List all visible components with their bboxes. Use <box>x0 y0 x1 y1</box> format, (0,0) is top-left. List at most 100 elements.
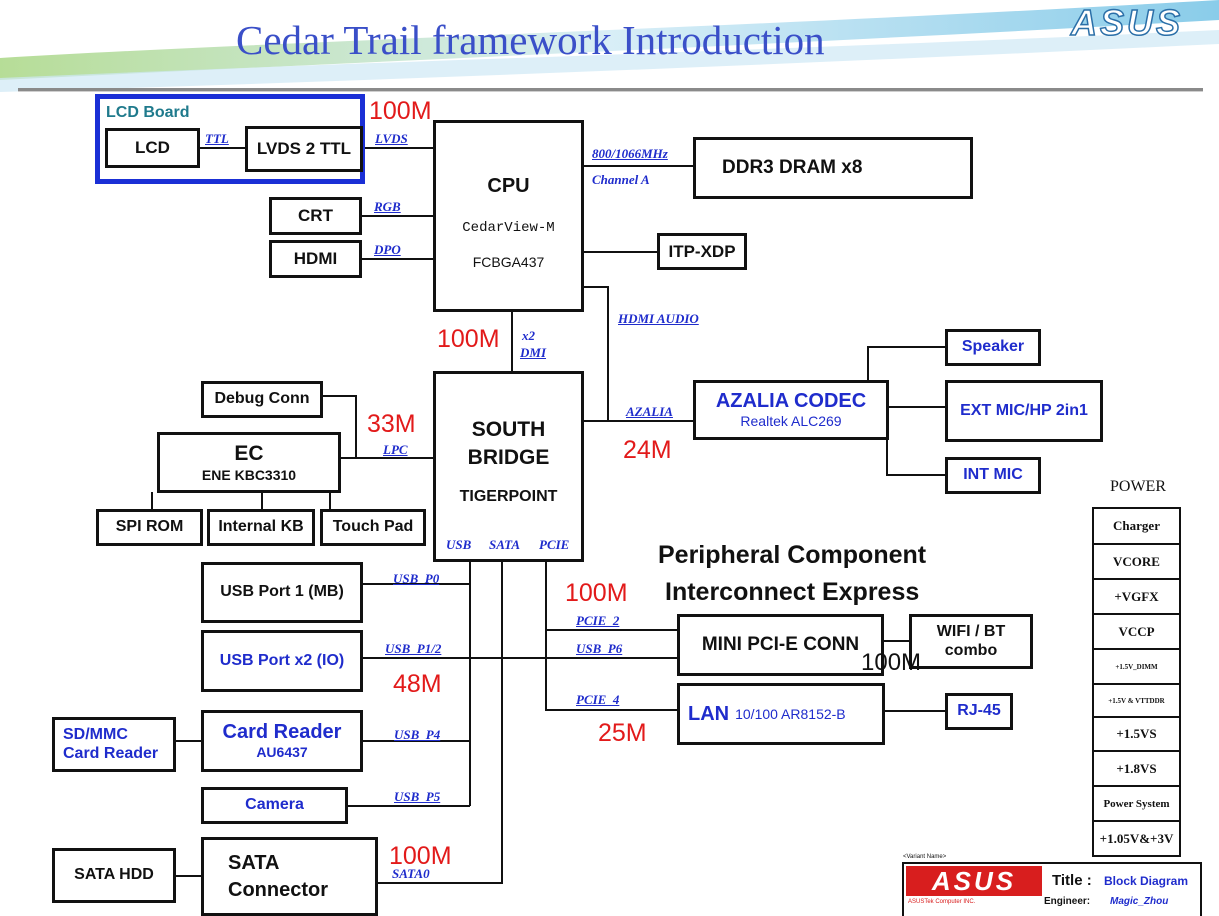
bus-hdmi-audio: HDMI AUDIO <box>618 311 699 326</box>
bus-sata0: SATA0 <box>392 866 430 881</box>
power-item-vgfx: +VGFX <box>1092 578 1181 615</box>
title-block-variant: <Variant Name> <box>903 854 947 860</box>
usb-port-io-box: USB Port x2 (IO) <box>201 630 363 692</box>
card-reader-title: Card Reader <box>222 721 342 744</box>
cpu-box: CPU CedarView-M FCBGA437 <box>433 120 584 312</box>
bus-usb-p6: USB_P6 <box>576 641 623 656</box>
bus-pcie4: PCIE_4 <box>576 692 620 707</box>
camera-box: Camera <box>201 787 348 824</box>
bus-lvds: LVDS <box>375 131 408 146</box>
power-item-15v-dimm: +1.5V_DIMM <box>1092 648 1181 685</box>
bus-ddr-channel: Channel A <box>592 172 650 187</box>
sd-mmc-line1: SD/MMC <box>63 726 128 744</box>
title-divider <box>18 88 1203 91</box>
power-item-vccp: VCCP <box>1092 613 1181 650</box>
sd-mmc-box: SD/MMC Card Reader <box>52 717 176 772</box>
speed-lan: 25M <box>598 719 647 747</box>
header-swoosh <box>0 0 1219 92</box>
sata-connector-box: SATA Connector <box>201 837 378 916</box>
speed-lvds: 100M <box>369 97 432 125</box>
int-mic-box: INT MIC <box>945 457 1041 494</box>
spi-rom-box: SPI ROM <box>96 509 203 546</box>
power-heading: POWER <box>1110 478 1166 495</box>
pcie-title-line1: Peripheral Component <box>658 541 927 569</box>
internal-kb-box: Internal KB <box>207 509 315 546</box>
title-block-logo: ASUS <box>906 866 1042 896</box>
card-reader-box: Card Reader AU6437 <box>201 710 363 772</box>
title-block-company: ASUSTek Computer INC. <box>908 899 976 905</box>
title-block-engineer-label: Engineer: <box>1044 896 1091 907</box>
azalia-title: AZALIA CODEC <box>715 390 867 413</box>
speed-lpc: 33M <box>367 410 416 438</box>
speed-pcie: 100M <box>565 579 628 607</box>
azalia-sub: Realtek ALC269 <box>740 413 842 430</box>
speed-wifi: 100M <box>861 649 922 676</box>
crt-box: CRT <box>269 197 362 235</box>
lcd-box: LCD <box>105 128 200 168</box>
south-bridge-line1: SOUTH <box>471 418 546 441</box>
title-block-title-value: Block Diagram <box>1104 874 1189 888</box>
ec-box: EC ENE KBC3310 <box>157 432 341 493</box>
bus-usb-p0: USB_P0 <box>393 571 440 586</box>
bus-rgb: RGB <box>374 199 401 214</box>
bus-usb-p12: USB_P1/2 <box>385 641 442 656</box>
hdmi-box: HDMI <box>269 240 362 278</box>
wifi-line2: combo <box>944 641 998 659</box>
sata-hdd-box: SATA HDD <box>52 848 176 903</box>
touch-pad-box: Touch Pad <box>320 509 426 546</box>
speaker-box: Speaker <box>945 329 1041 366</box>
bus-lpc: LPC <box>383 442 408 457</box>
svg-text:ASUS: ASUS <box>931 868 1016 894</box>
title-divider-shadow <box>18 91 1203 92</box>
lvds2ttl-box: LVDS 2 TTL <box>245 126 363 172</box>
asus-logo: ASUS <box>1069 4 1181 42</box>
power-item-vcore: VCORE <box>1092 543 1181 580</box>
usb-port-mb-box: USB Port 1 (MB) <box>201 562 363 623</box>
itp-xdp-box: ITP-XDP <box>657 233 747 270</box>
azalia-codec-box: AZALIA CODEC Realtek ALC269 <box>693 380 889 440</box>
lan-title: LAN <box>688 702 730 725</box>
bus-sata: SATA <box>489 537 521 552</box>
asus-logo-small: ASUS <box>931 868 1016 894</box>
power-item-105v-3v: +1.05V&+3V <box>1092 820 1181 857</box>
south-bridge-box: SOUTH BRIDGE TIGERPOINT <box>433 371 584 562</box>
cpu-name: CPU <box>487 175 530 197</box>
speed-usb: 48M <box>393 670 442 698</box>
power-item-15vs: +1.5VS <box>1092 716 1181 752</box>
rj45-box: RJ-45 <box>945 693 1013 730</box>
ddr3-box: DDR3 DRAM x8 <box>693 137 973 199</box>
wifi-bt-box: WIFI / BT combo <box>909 614 1033 669</box>
title-block-engineer-value: Magic_Zhou <box>1110 896 1169 907</box>
bus-dmi: DMI <box>520 345 547 360</box>
lan-chip: 10/100 AR8152-B <box>735 705 846 722</box>
wifi-line1: WIFI / BT <box>936 623 1006 641</box>
title-block-title-label: Title : <box>1052 872 1092 889</box>
south-bridge-line3: TIGERPOINT <box>459 488 558 506</box>
speed-sata: 100M <box>389 842 452 870</box>
bus-pcie: PCIE <box>539 537 570 552</box>
bus-ddr-freq: 800/1066MHz <box>592 146 668 161</box>
bus-usb-p5: USB_P5 <box>394 789 441 804</box>
cpu-package: FCBGA437 <box>472 254 545 271</box>
debug-conn-box: Debug Conn <box>201 381 323 418</box>
sata-conn-line1: SATA <box>228 851 280 874</box>
lcd-board-label: LCD Board <box>106 104 190 121</box>
south-bridge-line2: BRIDGE <box>467 446 550 470</box>
bus-azalia: AZALIA <box>626 404 673 419</box>
ec-chip: ENE KBC3310 <box>201 466 297 483</box>
ec-name: EC <box>234 442 264 466</box>
bus-ttl: TTL <box>205 131 229 146</box>
page-title: Cedar Trail framework Introduction <box>236 17 825 63</box>
ext-mic-box: EXT MIC/HP 2in1 <box>945 380 1103 442</box>
card-reader-chip: AU6437 <box>256 744 308 761</box>
power-item-power-system: Power System <box>1092 785 1181 822</box>
speed-azalia: 24M <box>623 436 672 464</box>
title-block: ASUS ASUSTek Computer INC. Title : Block… <box>902 862 1202 916</box>
power-item-15v-vttddr: +1.5V & VTTDDR <box>1092 683 1181 718</box>
power-item-charger: Charger <box>1092 507 1181 545</box>
sd-mmc-line2: Card Reader <box>63 744 159 762</box>
sata-conn-line2: Connector <box>228 878 328 901</box>
bus-usb: USB <box>446 537 472 552</box>
mini-pcie-box: MINI PCI-E CONN <box>677 614 884 676</box>
cpu-model: CedarView-M <box>462 220 555 236</box>
